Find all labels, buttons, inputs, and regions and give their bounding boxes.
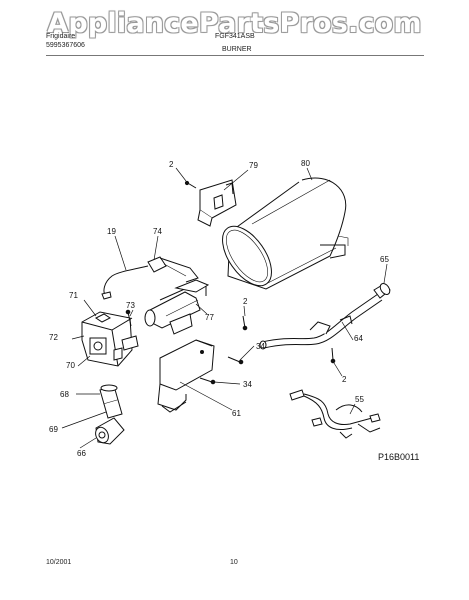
callout-61: 61 — [232, 409, 241, 418]
section-title: BURNER — [222, 46, 252, 53]
header-model-number: FGF341ASB — [215, 33, 255, 40]
mounting-bracket — [197, 179, 237, 227]
callout-64: 64 — [354, 334, 363, 343]
callout-2-right: 2 — [342, 375, 347, 384]
callout-79: 79 — [249, 161, 258, 170]
orifice-fitting — [373, 283, 391, 299]
valve-bracket — [157, 339, 215, 413]
wire-harness — [289, 389, 381, 439]
drawing-code: P16B0011 — [378, 452, 420, 462]
screw-top — [184, 180, 197, 189]
valve-screw — [125, 309, 132, 327]
callout-34-upper: 34 — [256, 342, 265, 351]
callout-2-middle: 2 — [243, 297, 248, 306]
callout-73: 73 — [126, 301, 135, 310]
callout-labels: 2 79 80 19 74 65 71 73 2 77 72 64 70 34 … — [49, 159, 389, 458]
gas-valve — [81, 311, 139, 367]
callout-69: 69 — [49, 425, 58, 434]
screws-34 — [199, 356, 244, 385]
callout-70: 70 — [66, 361, 75, 370]
screws-2 — [242, 315, 336, 364]
callout-55: 55 — [355, 395, 364, 404]
callout-19: 19 — [107, 227, 116, 236]
inlet-fittings — [95, 384, 125, 445]
burner-casting — [144, 279, 210, 335]
callout-71: 71 — [69, 291, 78, 300]
site-watermark: AppliancePartsPros.com — [47, 8, 422, 39]
burner-tube — [222, 177, 349, 290]
callout-68: 68 — [60, 390, 69, 399]
footer-date: 10/2001 — [46, 559, 72, 566]
callout-2-top: 2 — [169, 160, 174, 169]
callout-77: 77 — [205, 313, 214, 322]
manifold-tube — [259, 293, 383, 350]
leader-lines — [61, 167, 388, 449]
callout-74: 74 — [153, 227, 162, 236]
callout-65: 65 — [380, 255, 389, 264]
header-publication-number: 5995367606 — [46, 42, 85, 49]
callout-34-lower: 34 — [243, 380, 252, 389]
callout-80: 80 — [301, 159, 310, 168]
header-rule — [46, 55, 424, 56]
callout-72: 72 — [49, 333, 58, 342]
footer-page-number: 10 — [230, 559, 238, 566]
header-brand: Frigidaire — [46, 33, 76, 40]
callout-66: 66 — [77, 449, 86, 458]
igniter-assembly — [101, 256, 199, 300]
